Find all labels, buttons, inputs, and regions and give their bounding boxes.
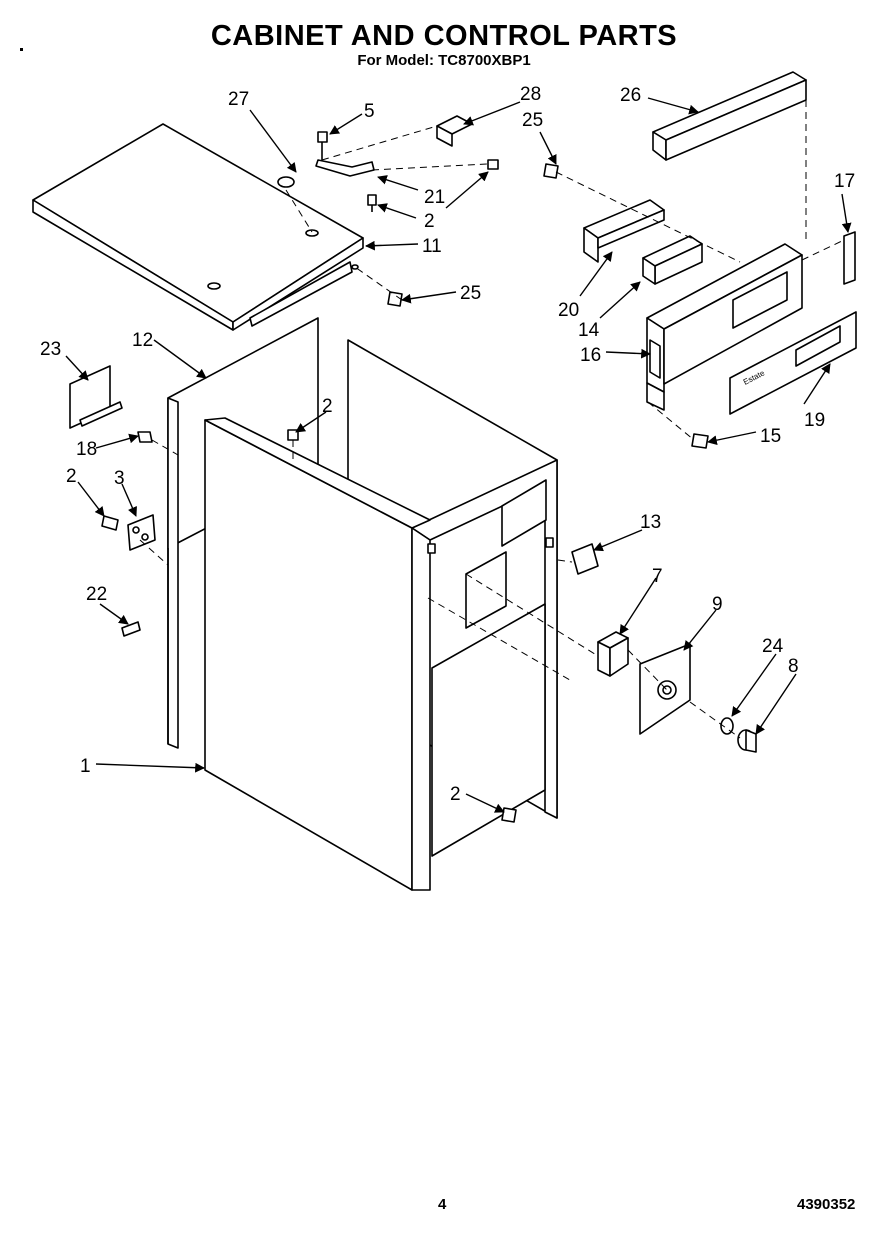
callout-19: 19 <box>804 410 825 431</box>
callout-7: 7 <box>652 566 663 587</box>
callout-21: 21 <box>424 187 445 208</box>
callout-13: 13 <box>640 512 661 533</box>
screw-2-bottom <box>501 807 517 823</box>
console-rear-trim <box>652 71 807 161</box>
thumb-screw-22 <box>121 621 141 637</box>
washer-24 <box>720 717 734 735</box>
page-number: 4 <box>438 1196 447 1213</box>
callout-5: 5 <box>364 101 375 122</box>
callout-2-bottom: 2 <box>450 784 461 805</box>
callout-2-cabinet: 2 <box>322 396 333 417</box>
hinge-plate-3 <box>127 514 156 551</box>
document-code: 4390352 <box>797 1196 856 1213</box>
corner-mark <box>20 48 23 51</box>
callout-9: 9 <box>712 594 723 615</box>
screw-2-left <box>101 515 119 531</box>
screw-18 <box>137 431 153 443</box>
screw-25-lid <box>387 291 403 307</box>
callout-25-top: 25 <box>522 110 543 131</box>
callout-22: 22 <box>86 584 107 605</box>
callout-1: 1 <box>80 756 91 777</box>
page-title: CABINET AND CONTROL PARTS <box>210 20 678 52</box>
callout-23: 23 <box>40 339 61 360</box>
callout-18: 18 <box>76 439 97 460</box>
screw-2-upper <box>367 194 377 206</box>
callout-8: 8 <box>788 656 799 677</box>
callout-26: 26 <box>620 85 641 106</box>
screw-25-console <box>543 163 559 179</box>
callout-20: 20 <box>558 300 579 321</box>
screw-2-lid <box>487 159 499 170</box>
callout-24: 24 <box>762 636 784 657</box>
timer-assembly <box>597 631 629 677</box>
hinge-bracket <box>315 159 375 177</box>
control-knob-8 <box>737 729 757 753</box>
bumper-part <box>277 176 295 188</box>
callout-17: 17 <box>834 171 855 192</box>
callout-27: 27 <box>228 89 249 110</box>
callout-2-left: 2 <box>66 466 77 487</box>
screw-15 <box>691 433 709 449</box>
lid-switch <box>571 543 599 575</box>
callout-2-hinge: 2 <box>424 211 435 232</box>
model-subtitle: For Model: TC8700XBP1 <box>357 52 531 69</box>
callout-25-lid: 25 <box>460 283 481 304</box>
callout-28: 28 <box>520 84 541 105</box>
end-cap <box>843 231 856 285</box>
callout-15: 15 <box>760 426 781 447</box>
screw-5 <box>317 131 328 143</box>
callout-3: 3 <box>114 468 125 489</box>
cabinet-top-lid <box>32 123 364 331</box>
cabinet-front-panel <box>204 417 431 891</box>
callout-16: 16 <box>580 345 601 366</box>
callout-12: 12 <box>132 330 153 351</box>
control-console <box>646 243 803 411</box>
callout-11: 11 <box>422 236 442 257</box>
callout-14: 14 <box>578 320 600 341</box>
